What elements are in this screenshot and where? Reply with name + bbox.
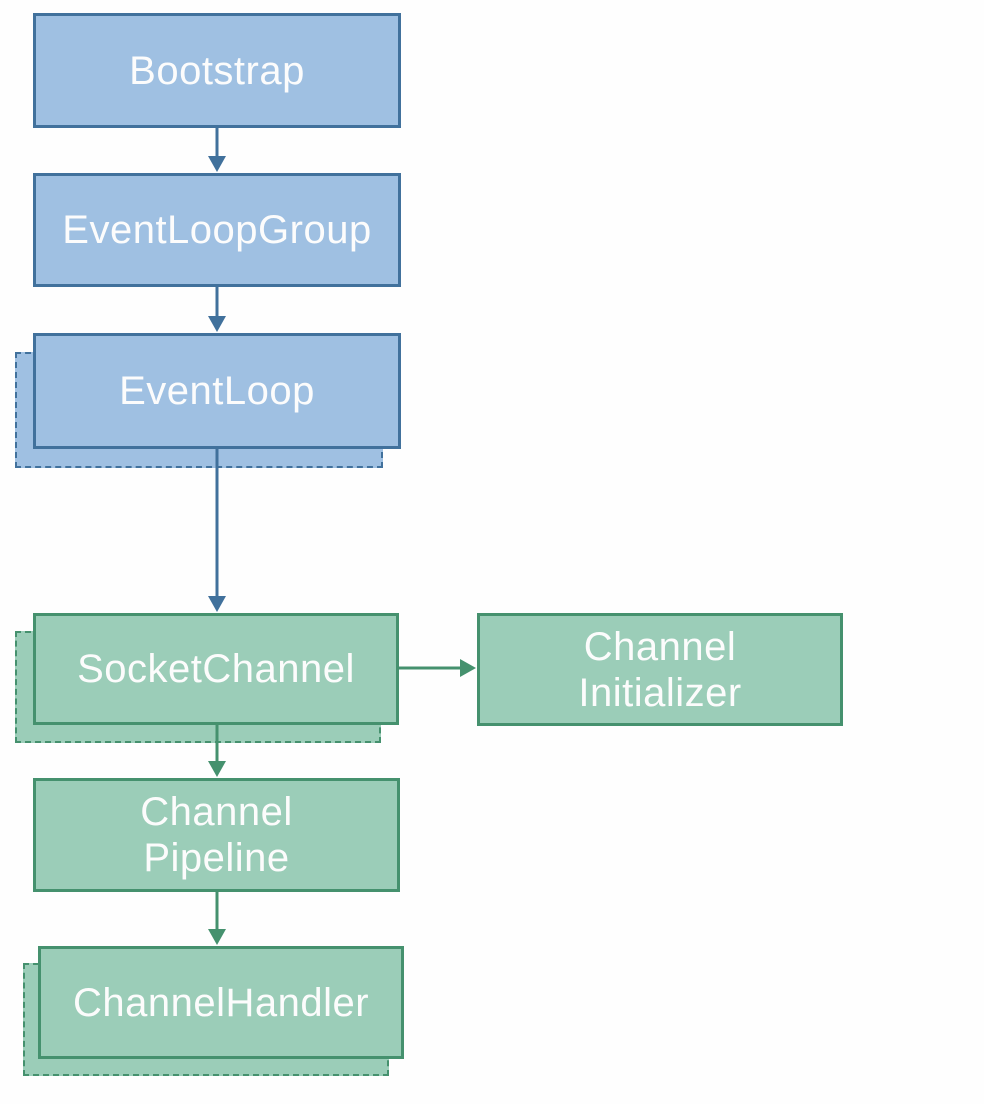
node-event-loop-group-label: EventLoopGroup: [62, 208, 372, 252]
arrow-event-loop-group-to-event-loop: [208, 287, 226, 332]
arrow-socket-channel-to-channel-initializer: [399, 659, 476, 677]
node-channel-pipeline: Channel Pipeline: [33, 778, 400, 892]
node-bootstrap-label: Bootstrap: [129, 48, 305, 93]
node-channel-initializer-label: Channel Initializer: [578, 624, 742, 715]
node-socket-channel-label: SocketChannel: [77, 647, 355, 691]
node-channel-handler-label: ChannelHandler: [72, 980, 370, 1025]
node-channel-handler: ChannelHandler: [38, 946, 404, 1059]
node-event-loop-group: EventLoopGroup: [33, 173, 401, 287]
node-event-loop: EventLoop: [33, 333, 401, 449]
node-event-loop-label: EventLoop: [119, 369, 315, 413]
arrow-event-loop-to-socket-channel: [208, 449, 226, 612]
node-bootstrap: Bootstrap: [33, 13, 401, 128]
node-socket-channel: SocketChannel: [33, 613, 399, 725]
node-channel-pipeline-label: Channel Pipeline: [140, 790, 293, 880]
arrow-bootstrap-to-event-loop-group: [208, 128, 226, 172]
arrow-channel-pipeline-to-channel-handler: [208, 892, 226, 945]
node-channel-initializer: Channel Initializer: [477, 613, 843, 726]
